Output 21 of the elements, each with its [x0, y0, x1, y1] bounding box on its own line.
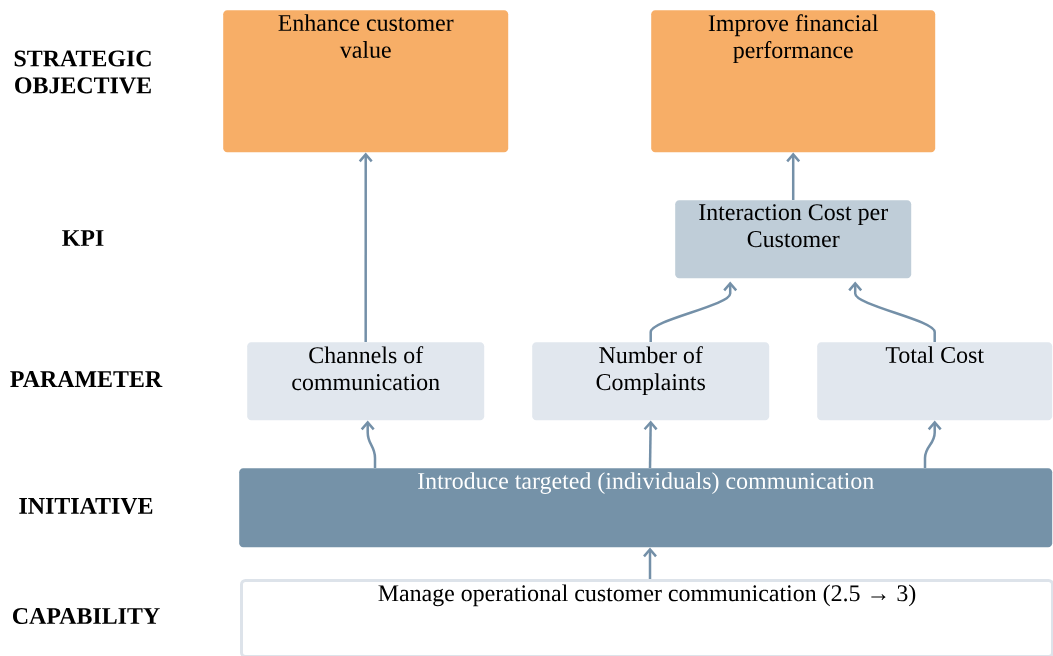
- level-label: INITIATIVE: [19, 497, 153, 515]
- initiative-bar: Introduce targeted (individuals) communication: [239, 468, 1053, 548]
- arrow: [643, 547, 657, 579]
- level-label: KPI: [62, 230, 104, 246]
- parameter-box: Total Cost: [817, 342, 1053, 421]
- arrow: [360, 420, 377, 468]
- capability-box: Manage operational customer communication (2.5 → 3): [240, 579, 1053, 656]
- arrow: [923, 420, 942, 468]
- arrow: [786, 152, 801, 200]
- level-label: PARAMETER: [10, 371, 163, 387]
- arrow: [649, 281, 738, 342]
- arrow: [643, 420, 658, 469]
- parameter-box: Channels of communication: [247, 342, 485, 421]
- parameter-box: Number of Complaints: [532, 342, 770, 421]
- objective-box: Enhance customer value: [223, 10, 509, 153]
- arrow: [358, 152, 373, 342]
- kpi-box: Interaction Cost per Customer: [675, 200, 912, 279]
- level-label: STRATEGIC OBJECTIVE: [14, 50, 151, 94]
- arrow: [848, 281, 936, 342]
- level-label: CAPABILITY: [13, 607, 160, 625]
- objective-box: Improve financial performance: [651, 10, 936, 153]
